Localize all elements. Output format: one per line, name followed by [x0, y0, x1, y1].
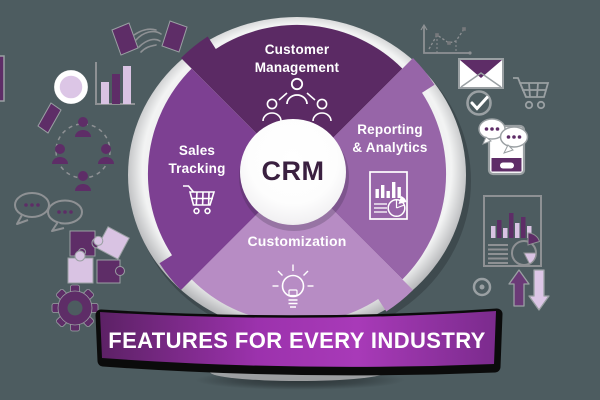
phone-chat-icon: [478, 118, 529, 176]
cart-outline-icon: [513, 77, 550, 110]
handshake-icon: [111, 20, 188, 56]
magnifier-icon: [37, 70, 88, 134]
segment-sales-tracking: [147, 68, 297, 290]
org-chart-icon: [262, 77, 332, 122]
arrows-up-down-icon: [508, 269, 550, 311]
target-dot-icon: [472, 277, 492, 297]
segment-label-customization: Customization: [247, 233, 347, 249]
line-chart-icon: [420, 23, 472, 55]
segment-reporting-analytics: [297, 58, 447, 280]
wheel: [128, 17, 471, 340]
segment-customer-management: [181, 24, 403, 174]
speech-bubbles-icon: [14, 192, 83, 232]
people-network-icon: [52, 117, 114, 191]
banner-face: [100, 311, 496, 367]
report-chart-icon: [369, 171, 408, 220]
check-circle-icon: [466, 90, 492, 116]
bar-chart-icon: [95, 62, 135, 105]
shopping-cart-icon: [183, 185, 216, 215]
segment-label-customer-management: Customer Management: [254, 42, 340, 75]
puzzle-icon: [67, 226, 130, 284]
gear-icon: [51, 284, 99, 332]
crm-center-circle: [240, 119, 346, 225]
envelope-icon: [458, 58, 504, 89]
segment-customization: [191, 174, 413, 324]
report-doc-icon: [483, 195, 542, 267]
crm-center-label: CRM: [261, 156, 325, 186]
segment-label-reporting-analytics: Reporting & Analytics: [352, 122, 428, 155]
cropped-card-icon: [0, 55, 5, 102]
lightbulb-icon: [272, 264, 314, 308]
banner-ribbon: [95, 308, 503, 376]
banner-title: FEATURES FOR EVERY INDUSTRY: [108, 328, 486, 353]
segment-label-sales-tracking: Sales Tracking: [168, 143, 226, 176]
